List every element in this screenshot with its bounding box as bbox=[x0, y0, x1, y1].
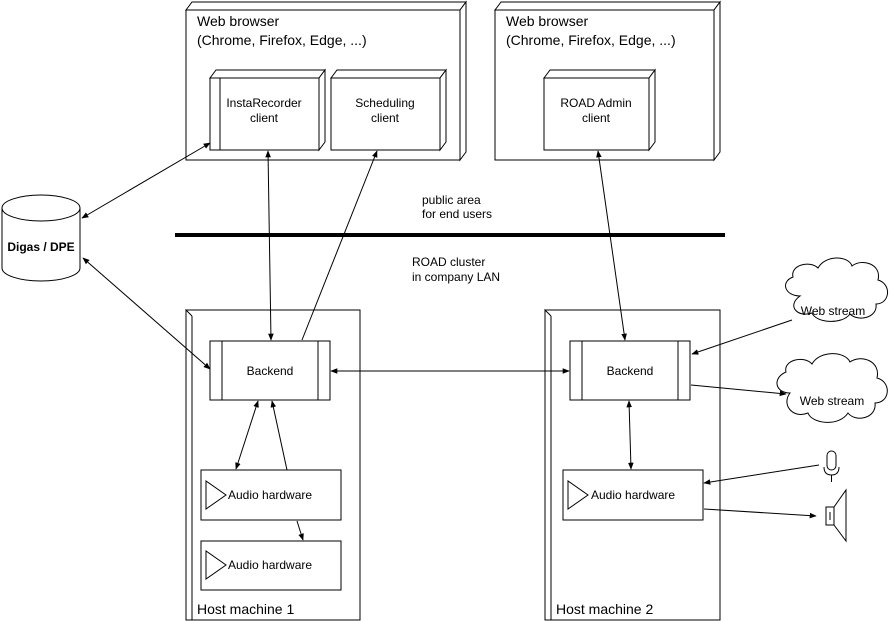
browser-title-1: Web browser bbox=[197, 13, 280, 29]
microphone-icon bbox=[823, 450, 840, 482]
instarecorder-client-label-2: client bbox=[250, 111, 279, 125]
link-audio1a-backend1 bbox=[270, 400, 288, 471]
link-insta-backend1 bbox=[265, 150, 274, 341]
instarecorder-client[interactable]: InstaRecorder client bbox=[209, 68, 326, 152]
link-backend2-webstream bbox=[690, 384, 787, 397]
link-mic-audio2 bbox=[703, 464, 820, 485]
web-stream-1-label: Web stream bbox=[801, 304, 865, 318]
instarecorder-client-label-1: InstaRecorder bbox=[226, 96, 301, 110]
lan-label-2: in company LAN bbox=[412, 270, 500, 284]
link-backend2-audio2 bbox=[626, 400, 634, 470]
host-1-label: Host machine 1 bbox=[197, 601, 294, 617]
link-db-insta bbox=[81, 142, 211, 219]
admin-client-label-2: client bbox=[582, 111, 611, 125]
scheduling-client-label-2: client bbox=[371, 111, 400, 125]
web-stream-cloud-1[interactable]: Web stream bbox=[785, 257, 888, 322]
browser-subtitle-2: (Chrome, Firefox, Edge, ...) bbox=[506, 32, 676, 48]
admin-client-label-1: ROAD Admin bbox=[560, 96, 631, 110]
digas-dpe-database[interactable]: Digas / DPE bbox=[1, 194, 81, 282]
audio-hardware-1a-label: Audio hardware bbox=[228, 488, 312, 502]
link-admin-backend2 bbox=[596, 150, 627, 341]
speaker-icon bbox=[825, 488, 847, 543]
link-db-backend1 bbox=[82, 257, 211, 370]
link-audio1a-audio1b bbox=[296, 520, 304, 541]
backend-1-label: Backend bbox=[247, 364, 294, 378]
link-backend1-audio1a bbox=[235, 400, 259, 470]
database-label: Digas / DPE bbox=[7, 240, 74, 254]
web-stream-cloud-2[interactable]: Web stream bbox=[776, 353, 888, 423]
road-admin-client[interactable]: ROAD Admin client bbox=[543, 68, 656, 152]
backend-1[interactable]: Backend bbox=[209, 340, 331, 401]
browser-subtitle-1: (Chrome, Firefox, Edge, ...) bbox=[197, 32, 367, 48]
audio-amplifier-icon bbox=[205, 480, 227, 510]
scheduling-client-label-1: Scheduling bbox=[355, 96, 414, 110]
public-area-label-1: public area bbox=[422, 193, 481, 207]
lan-label-1: ROAD cluster bbox=[412, 255, 485, 269]
connectors bbox=[81, 142, 820, 541]
scheduling-client[interactable]: Scheduling client bbox=[330, 68, 447, 152]
host-2-label: Host machine 2 bbox=[556, 601, 653, 617]
audio-hardware-1b-label: Audio hardware bbox=[228, 558, 312, 572]
browser-title-2: Web browser bbox=[506, 13, 589, 29]
audio-amplifier-icon bbox=[205, 550, 227, 580]
link-webstream-backend2 bbox=[691, 319, 793, 355]
audio-hardware-2[interactable]: Audio hardware bbox=[562, 469, 704, 521]
audio-hardware-1a[interactable]: Audio hardware bbox=[200, 469, 342, 521]
audio-hardware-1b[interactable]: Audio hardware bbox=[200, 540, 342, 591]
link-audio2-speaker bbox=[703, 508, 817, 519]
audio-amplifier-icon bbox=[567, 480, 589, 510]
audio-hardware-2-label: Audio hardware bbox=[591, 488, 675, 502]
backend-2-label: Backend bbox=[607, 364, 654, 378]
backend-2[interactable]: Backend bbox=[569, 340, 691, 401]
public-area-label-2: for end users bbox=[422, 207, 492, 221]
link-scheduling-backend1 bbox=[301, 150, 378, 341]
web-stream-2-label: Web stream bbox=[800, 394, 864, 408]
